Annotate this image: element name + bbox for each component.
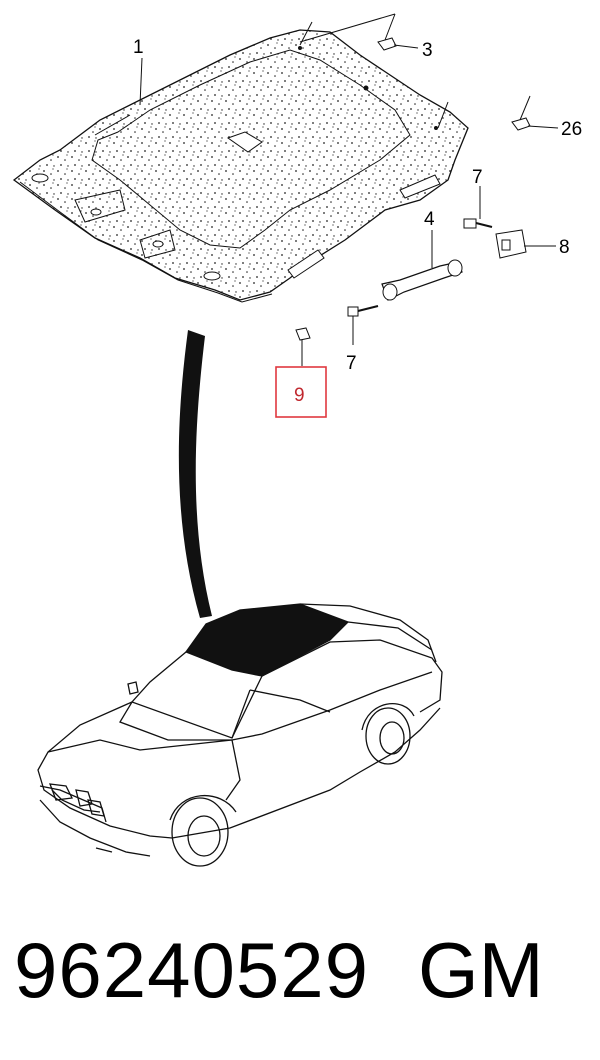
roof-pointer bbox=[178, 330, 212, 618]
headliner bbox=[12, 29, 469, 303]
assist-grip-4 bbox=[381, 230, 463, 301]
callout-1: 1 bbox=[133, 37, 144, 58]
callout-7-lower: 7 bbox=[346, 353, 357, 374]
highlight-box-9 bbox=[275, 366, 327, 418]
leader-1 bbox=[139, 57, 143, 106]
bracket-8 bbox=[495, 229, 556, 259]
callout-4: 4 bbox=[424, 209, 435, 230]
clip-9 bbox=[295, 327, 311, 366]
screw-7-lower bbox=[347, 305, 379, 345]
clip-26 bbox=[437, 95, 559, 131]
brand-label: GM bbox=[418, 926, 544, 1014]
callout-9: 9 bbox=[294, 385, 305, 406]
car-illustration bbox=[37, 603, 443, 867]
clip-3 bbox=[299, 13, 419, 51]
callout-3: 3 bbox=[422, 40, 433, 61]
callout-26: 26 bbox=[561, 119, 582, 140]
part-number: 96240529 bbox=[14, 926, 370, 1014]
screw-7-upper bbox=[463, 186, 493, 229]
footer: 96240529 GM bbox=[0, 925, 600, 1025]
callout-8: 8 bbox=[559, 237, 570, 258]
callout-7-upper: 7 bbox=[472, 167, 483, 188]
